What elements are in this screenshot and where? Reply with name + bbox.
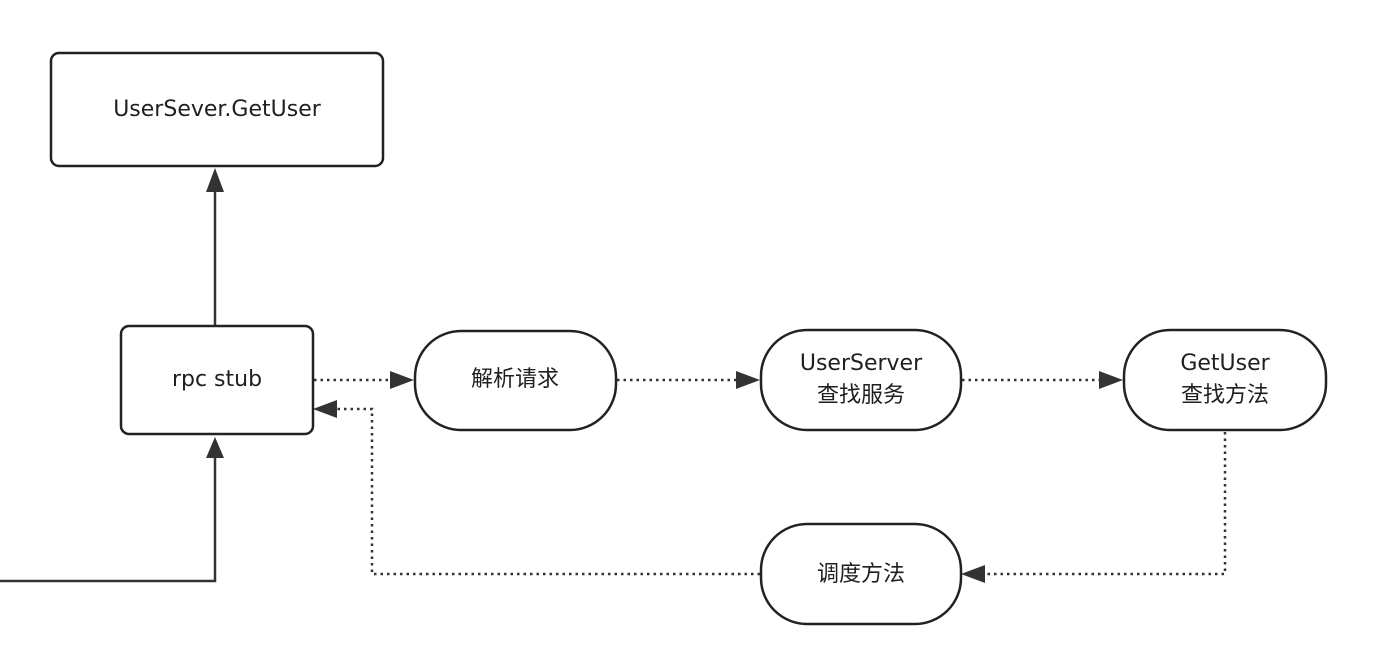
- node-find-method[interactable]: GetUser 查找方法: [1122, 328, 1328, 432]
- node-find-method-line1: GetUser: [1180, 351, 1270, 376]
- arrowhead-into-rpc-stub-bottom: [206, 437, 224, 458]
- node-find-method-line2: 查找方法: [1181, 383, 1269, 408]
- arrowhead-into-parse-request: [390, 371, 414, 389]
- node-find-service-line2: 查找服务: [817, 383, 905, 408]
- edge-dispatch-to-rpc-stub: [336, 407, 760, 576]
- edge-incoming-to-rpc-stub: [0, 455, 217, 583]
- arrowhead-into-find-service: [736, 371, 760, 389]
- edge-find-method-to-dispatch: [985, 432, 1227, 576]
- arrowhead-into-dispatch: [961, 565, 985, 583]
- node-parse-request[interactable]: 解析请求: [413, 329, 618, 432]
- arrowhead-into-find-method: [1099, 371, 1123, 389]
- node-usersever-getuser-label: UserSever.GetUser: [113, 97, 322, 122]
- node-dispatch-method-label: 调度方法: [817, 562, 905, 587]
- arrowhead-into-getuser-box: [206, 168, 224, 192]
- arrowhead-into-rpc-stub-right: [313, 400, 337, 418]
- node-parse-request-label: 解析请求: [471, 367, 559, 392]
- node-dispatch-method[interactable]: 调度方法: [759, 522, 963, 626]
- node-find-service-line1: UserServer: [800, 351, 923, 376]
- node-rpc-stub-label: rpc stub: [172, 367, 262, 392]
- node-usersever-getuser[interactable]: UserSever.GetUser: [49, 51, 385, 168]
- node-rpc-stub[interactable]: rpc stub: [119, 324, 315, 436]
- node-find-service[interactable]: UserServer 查找服务: [759, 328, 963, 432]
